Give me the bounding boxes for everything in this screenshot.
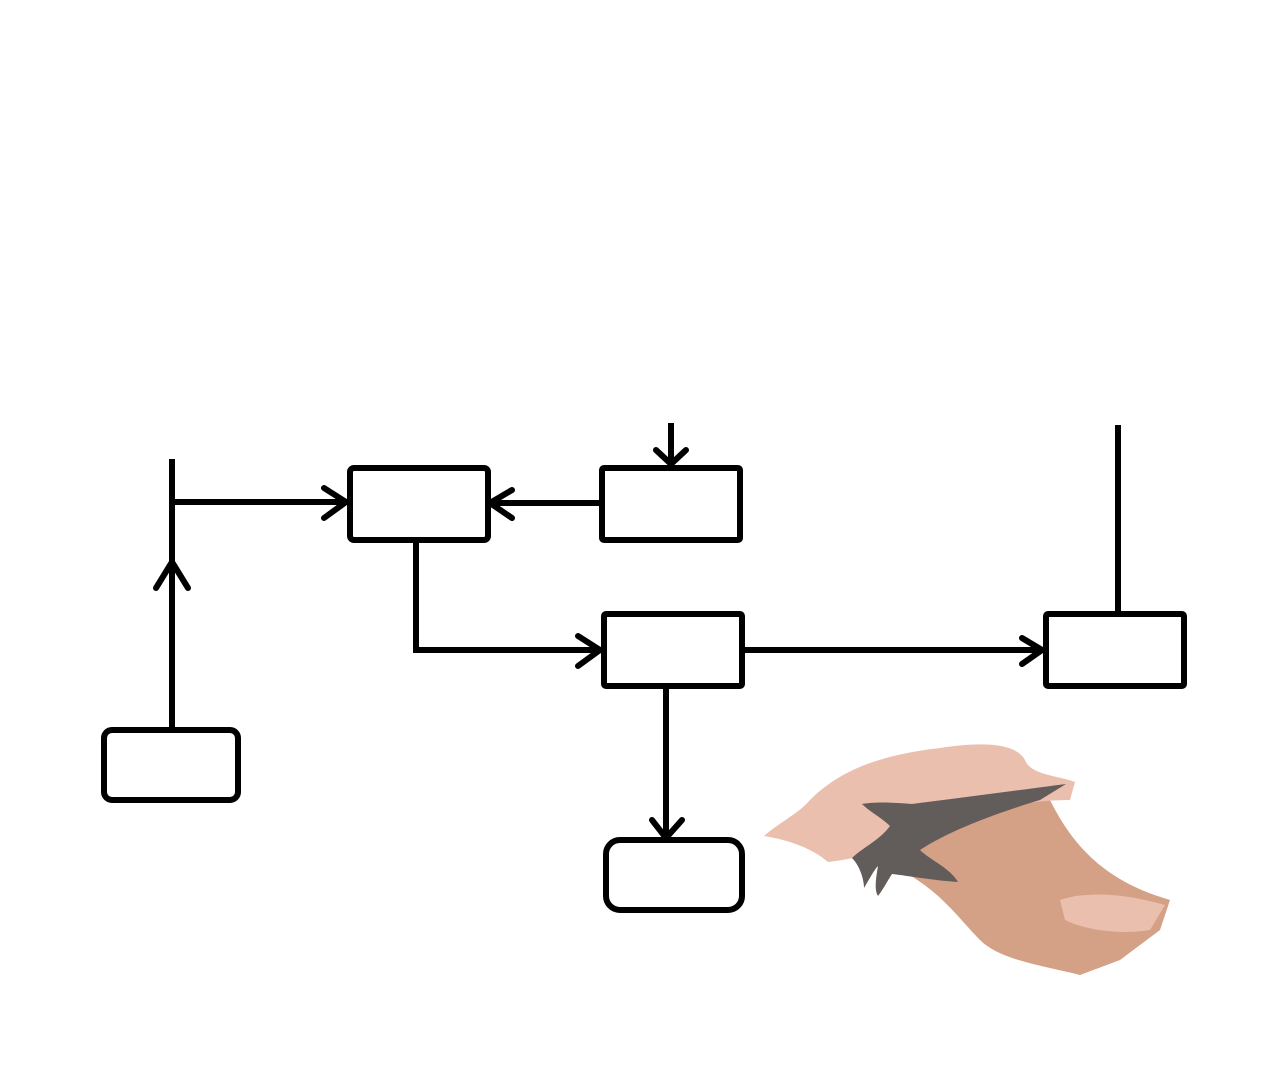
- box-right: [1043, 611, 1187, 689]
- arrowhead-right-hub: [321, 485, 349, 521]
- box-top-input: [599, 465, 743, 543]
- box-bottom-left: [101, 727, 241, 803]
- connectors: [153, 423, 1121, 841]
- edge-hub-to-middle: [413, 537, 599, 653]
- pen-icon: [852, 784, 1066, 896]
- box-bottom: [603, 837, 745, 913]
- hand-with-pen-illustration: [764, 744, 1170, 975]
- arrowhead-right-right-box: [1019, 635, 1045, 667]
- box-middle: [601, 611, 745, 689]
- hand-highlight: [1060, 894, 1165, 932]
- arrowhead-right-middle: [575, 633, 603, 669]
- box-hub: [347, 465, 491, 543]
- arrowhead-down-top-input: [653, 447, 689, 467]
